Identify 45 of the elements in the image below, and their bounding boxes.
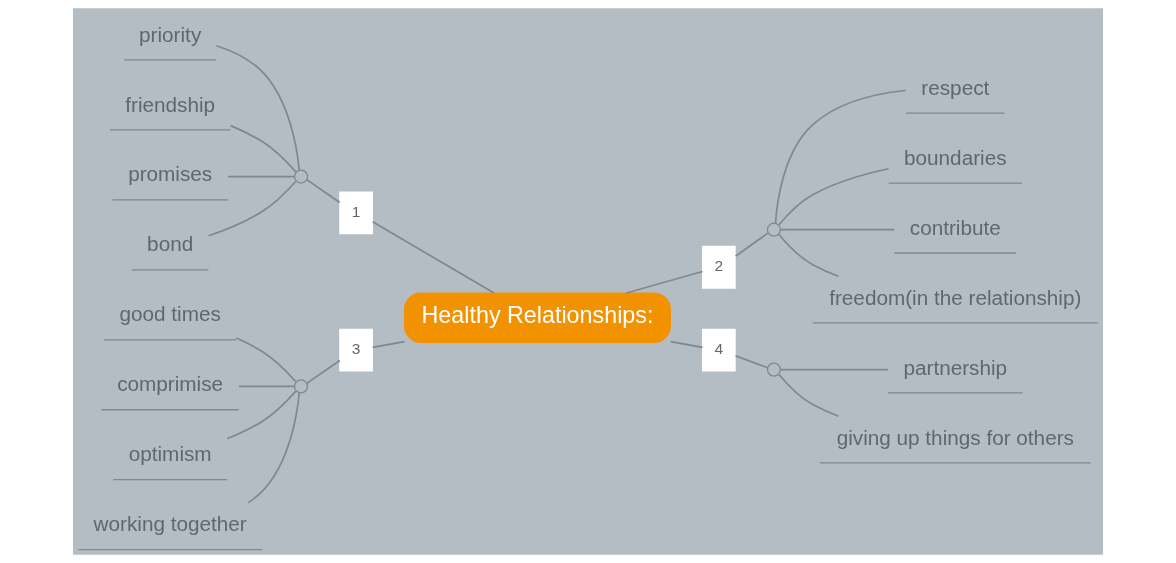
connector [778,373,840,418]
node-text: priority [139,22,202,46]
node-text: optimism [128,442,212,466]
connector [238,385,296,388]
connector [779,228,895,231]
node-circle [293,379,309,394]
node-text: bond [147,232,194,256]
connector [774,89,907,225]
connector [779,368,889,371]
connector [778,233,840,278]
connector [734,232,769,257]
node-circle [766,222,782,237]
node-box: Healthy Relationships: [404,292,671,344]
node-box: 2 [702,245,736,289]
connector [207,180,297,237]
connector [778,167,890,226]
connector [235,337,297,383]
node-circle [766,362,782,377]
node-text: friendship [125,92,216,116]
node-circle [293,169,309,184]
node-text: good times [119,302,221,326]
connector [305,178,341,204]
node-text: giving up things for others [836,425,1074,449]
node-text: comprimise [117,372,224,396]
connector [371,220,495,294]
node-text: contribute [909,215,1001,239]
connector [229,124,297,173]
connector [226,390,297,440]
connector [371,340,406,349]
connector [305,359,341,385]
connector [227,175,296,178]
node-text: boundaries [904,145,1007,169]
node-text: working together [93,512,247,536]
connector [247,392,301,504]
node-text: respect [921,75,990,99]
node-box: 1 [339,191,373,235]
node-text: partnership [903,355,1008,379]
connector [215,44,301,171]
node-text: promises [128,162,213,186]
connector [669,340,704,349]
node-box: 3 [339,328,373,372]
connector [625,270,704,294]
node-box: 4 [702,328,736,372]
node-text: freedom(in the relationship) [829,285,1082,309]
connector [734,355,769,369]
